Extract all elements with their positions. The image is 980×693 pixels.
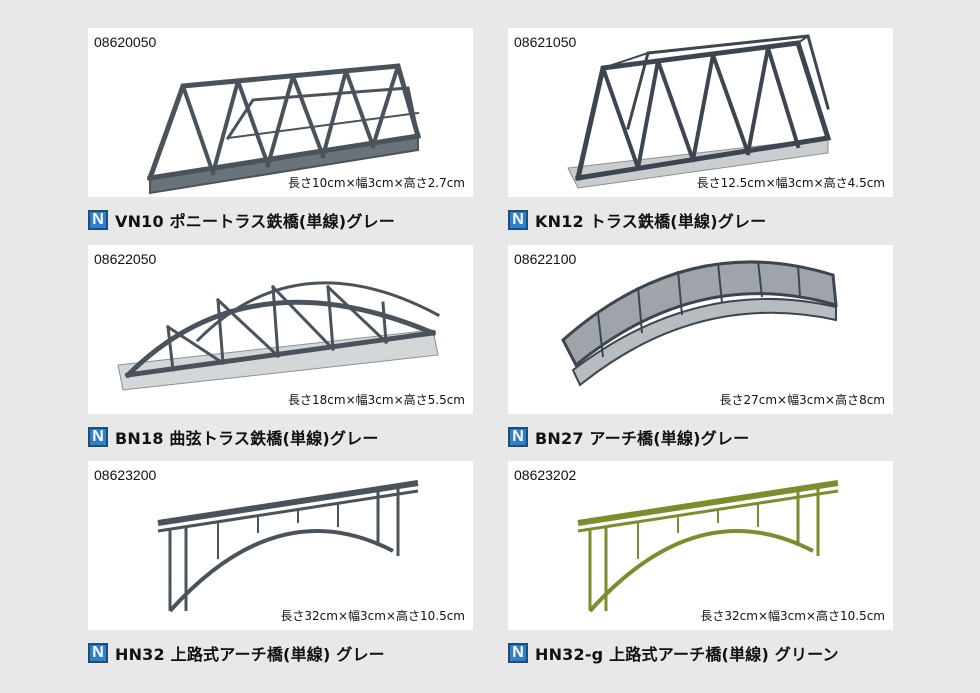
arch-bridge-icon xyxy=(561,260,838,387)
product-caption: N BN18 曲弦トラス鉄橋(単線)グレー xyxy=(88,425,488,449)
product-code: 08621050 xyxy=(514,34,577,50)
product-photo[interactable]: 08620050 長さ10cm×幅3cm×高さ2.7cm xyxy=(88,28,473,197)
n-gauge-badge-icon: N xyxy=(88,643,108,663)
product-title[interactable]: BN27 アーチ橋(単線)グレー xyxy=(535,429,750,448)
deck-arch-bridge-icon xyxy=(157,480,419,613)
n-gauge-badge-icon: N xyxy=(508,643,528,663)
product-photo[interactable]: 08623200 長さ32cm×幅3cm×高さ10.5cm xyxy=(88,461,473,630)
product-caption: N HN32 上路式アーチ橋(単線) グレー xyxy=(88,641,488,665)
product-caption: N BN27 アーチ橋(単線)グレー xyxy=(508,425,908,449)
product-code: 08622100 xyxy=(514,251,577,267)
product-photo[interactable]: 08621050 長さ12.5cm×幅3cm×高さ4.5cm xyxy=(508,28,893,197)
product-dimensions: 長さ18cm×幅3cm×高さ5.5cm xyxy=(288,393,465,407)
product-code: 08622050 xyxy=(94,251,157,267)
product-title[interactable]: HN32 上路式アーチ橋(単線) グレー xyxy=(115,645,385,664)
n-gauge-badge-icon: N xyxy=(508,427,528,447)
n-gauge-badge-icon: N xyxy=(88,427,108,447)
product-dimensions: 長さ27cm×幅3cm×高さ8cm xyxy=(719,393,885,407)
product-code: 08623202 xyxy=(514,467,577,483)
truss-bridge-icon xyxy=(567,34,832,189)
product-caption: N HN32-g 上路式アーチ橋(単線) グリーン xyxy=(508,641,908,665)
n-gauge-badge-icon: N xyxy=(508,210,528,230)
product-photo[interactable]: 08622050 長さ18cm×幅3cm×高さ5.5cm xyxy=(88,245,473,414)
product-dimensions: 長さ10cm×幅3cm×高さ2.7cm xyxy=(288,176,465,190)
product-caption: N VN10 ポニートラス鉄橋(単線)グレー xyxy=(88,208,488,232)
product-code: 08620050 xyxy=(94,34,157,50)
deck-arch-bridge-green-icon xyxy=(577,480,839,613)
product-photo[interactable]: 08623202 長さ32cm×幅3cm×高さ10.5cm xyxy=(508,461,893,630)
product-dimensions: 長さ32cm×幅3cm×高さ10.5cm xyxy=(280,609,465,623)
product-title[interactable]: KN12 トラス鉄橋(単線)グレー xyxy=(535,212,767,231)
product-dimensions: 長さ12.5cm×幅3cm×高さ4.5cm xyxy=(696,176,885,190)
pony-truss-bridge-icon xyxy=(146,63,422,195)
product-title[interactable]: BN18 曲弦トラス鉄橋(単線)グレー xyxy=(115,429,379,448)
product-title[interactable]: VN10 ポニートラス鉄橋(単線)グレー xyxy=(115,212,395,231)
n-gauge-badge-icon: N xyxy=(88,210,108,230)
product-photo[interactable]: 08622100 長さ27cm×幅3cm×高さ8cm xyxy=(508,245,893,414)
product-dimensions: 長さ32cm×幅3cm×高さ10.5cm xyxy=(700,609,885,623)
product-caption: N KN12 トラス鉄橋(単線)グレー xyxy=(508,208,908,232)
product-title[interactable]: HN32-g 上路式アーチ橋(単線) グリーン xyxy=(535,645,839,664)
product-code: 08623200 xyxy=(94,467,157,483)
curved-chord-truss-bridge-icon xyxy=(117,281,441,391)
